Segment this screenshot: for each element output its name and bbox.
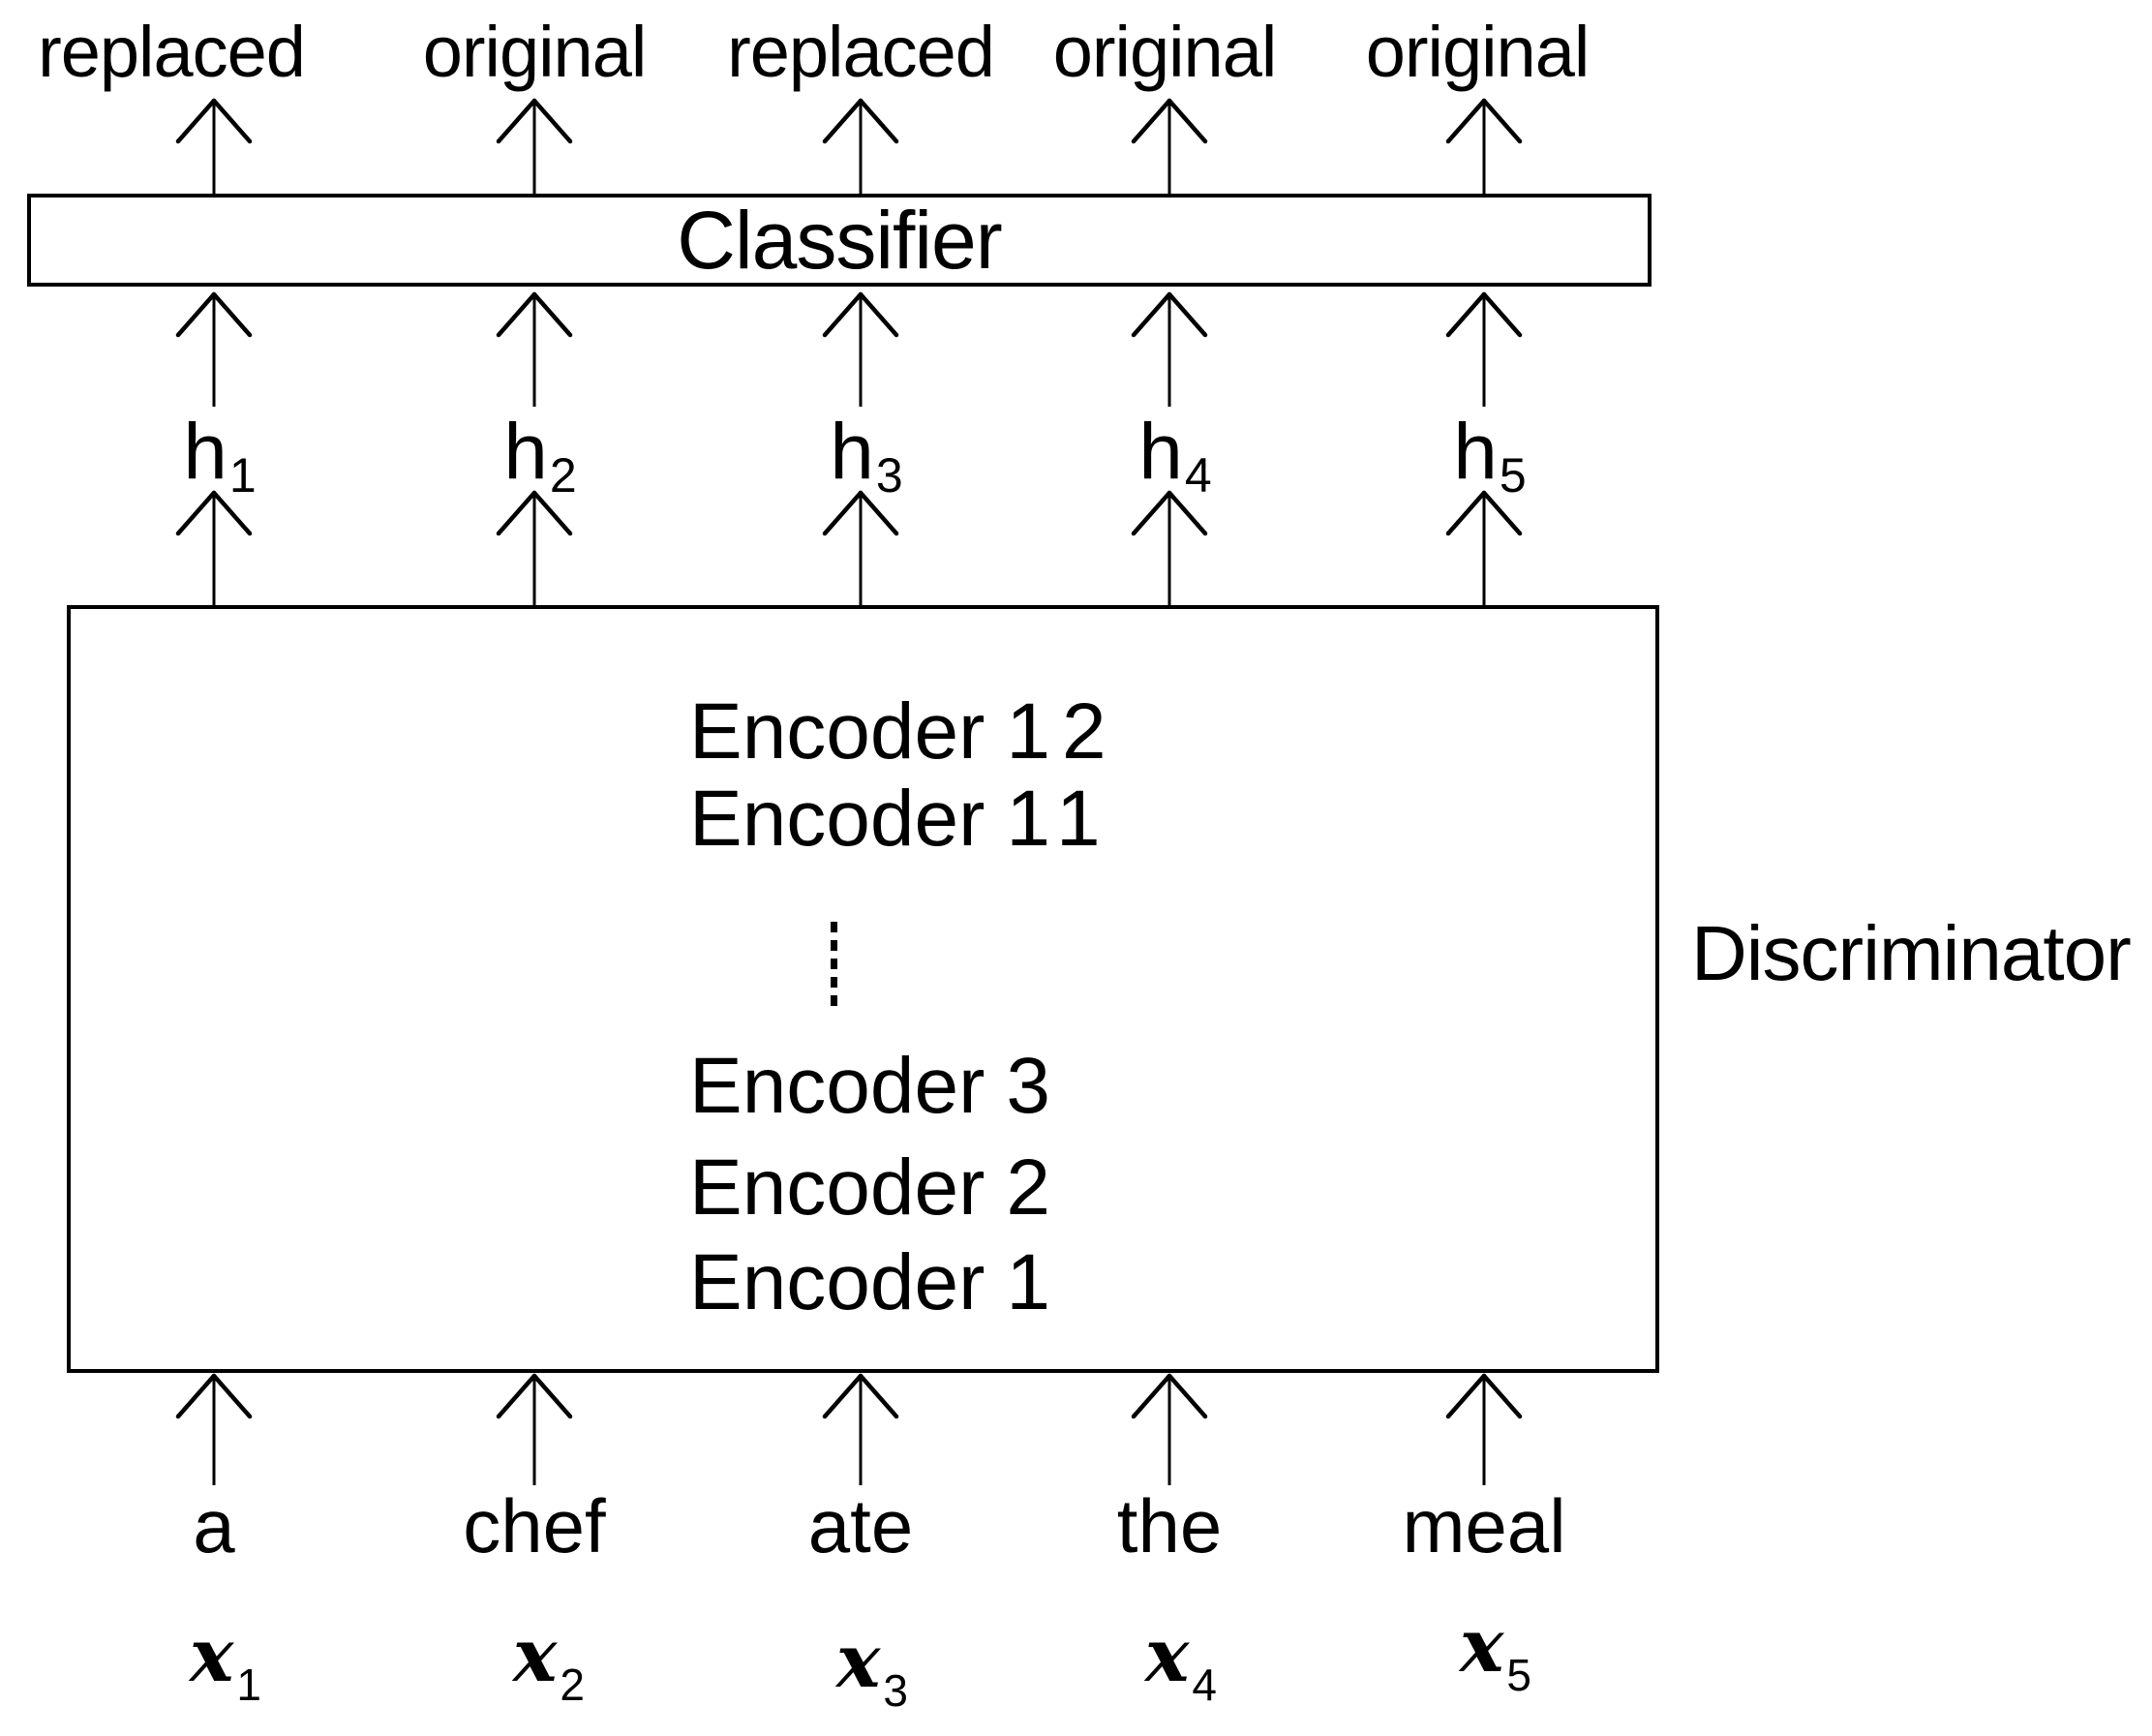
input-word-5: meal bbox=[1402, 1483, 1566, 1568]
up-arrow-word4-to-discriminator bbox=[1129, 1372, 1210, 1485]
encoder-2-num: 2 bbox=[1006, 1143, 1063, 1232]
h1-base: h bbox=[183, 408, 227, 496]
encoder-1-num: 1 bbox=[1006, 1238, 1063, 1326]
x5-base: x bbox=[1460, 1602, 1504, 1689]
h5-base: h bbox=[1453, 408, 1498, 496]
h1-subscript: 1 bbox=[228, 448, 257, 503]
encoder-11-num: 11 bbox=[1006, 775, 1112, 863]
up-arrow-word1-to-discriminator bbox=[173, 1372, 255, 1485]
h4-subscript: 4 bbox=[1184, 448, 1212, 503]
classifier-box: Classifier bbox=[27, 194, 1652, 287]
encoder-1-name: Encoder bbox=[689, 1238, 985, 1326]
up-arrow-word2-to-discriminator bbox=[494, 1372, 575, 1485]
input-word-1: a bbox=[193, 1483, 235, 1568]
x3-base: x bbox=[836, 1618, 881, 1704]
discriminator-label: Discriminator bbox=[1691, 910, 2132, 996]
up-arrow-classifier-to-label-4 bbox=[1129, 97, 1210, 196]
prediction-label-5: original bbox=[1365, 12, 1591, 92]
up-arrow-classifier-to-label-1 bbox=[173, 97, 255, 196]
input-token-x5: x5 bbox=[1389, 1602, 1602, 1698]
x3-subscript: 3 bbox=[883, 1665, 908, 1716]
hidden-state-h4: h4 bbox=[1069, 408, 1282, 503]
h5-subscript: 5 bbox=[1499, 448, 1527, 503]
up-arrow-h4-to-classifier bbox=[1129, 290, 1210, 407]
h3-base: h bbox=[830, 408, 874, 496]
prediction-label-1: replaced bbox=[38, 12, 306, 92]
up-arrow-word3-to-discriminator bbox=[820, 1372, 901, 1485]
encoder-12-name: Encoder bbox=[689, 687, 985, 776]
encoder-11-name: Encoder bbox=[689, 775, 985, 863]
up-arrow-h3-to-classifier bbox=[820, 290, 901, 407]
up-arrow-word5-to-discriminator bbox=[1443, 1372, 1525, 1485]
h4-base: h bbox=[1138, 408, 1183, 496]
prediction-label-4: original bbox=[1052, 12, 1278, 92]
up-arrow-discriminator-to-h3 bbox=[820, 489, 901, 605]
encoder-3-name: Encoder bbox=[689, 1042, 985, 1130]
input-token-x3: x3 bbox=[766, 1618, 979, 1714]
encoder-12-num: 12 bbox=[1006, 687, 1118, 776]
up-arrow-h5-to-classifier bbox=[1443, 290, 1525, 407]
up-arrow-classifier-to-label-5 bbox=[1443, 97, 1525, 196]
up-arrow-discriminator-to-h4 bbox=[1129, 489, 1210, 605]
up-arrow-discriminator-to-h2 bbox=[494, 489, 575, 605]
hidden-state-h2: h2 bbox=[434, 408, 647, 503]
hidden-state-h3: h3 bbox=[760, 408, 973, 503]
up-arrow-h2-to-classifier bbox=[494, 290, 575, 407]
h3-subscript: 3 bbox=[875, 448, 903, 503]
up-arrow-discriminator-to-h5 bbox=[1443, 489, 1525, 605]
input-token-x4: x4 bbox=[1075, 1612, 1288, 1708]
input-word-3: ate bbox=[807, 1483, 914, 1568]
x4-subscript: 4 bbox=[1192, 1660, 1217, 1710]
h2-base: h bbox=[503, 408, 548, 496]
x4-base: x bbox=[1145, 1612, 1190, 1698]
x5-subscript: 5 bbox=[1506, 1650, 1531, 1700]
input-word-4: the bbox=[1116, 1483, 1223, 1568]
up-arrow-classifier-to-label-2 bbox=[494, 97, 575, 196]
x1-base: x bbox=[190, 1612, 234, 1698]
hidden-state-h5: h5 bbox=[1383, 408, 1596, 503]
x1-subscript: 1 bbox=[236, 1660, 261, 1710]
up-arrow-discriminator-to-h1 bbox=[173, 489, 255, 605]
input-token-x1: x1 bbox=[119, 1612, 332, 1708]
vertical-ellipsis bbox=[831, 922, 837, 1011]
x2-base: x bbox=[513, 1612, 558, 1698]
up-arrow-h1-to-classifier bbox=[173, 290, 255, 407]
discriminator-box bbox=[67, 605, 1659, 1373]
classifier-label: Classifier bbox=[677, 195, 1002, 286]
prediction-label-2: original bbox=[422, 12, 648, 92]
x2-subscript: 2 bbox=[560, 1660, 585, 1710]
hidden-state-h1: h1 bbox=[113, 408, 326, 503]
encoder-2-name: Encoder bbox=[689, 1143, 985, 1232]
prediction-label-3: replaced bbox=[727, 12, 995, 92]
input-token-x2: x2 bbox=[442, 1612, 655, 1708]
up-arrow-classifier-to-label-3 bbox=[820, 97, 901, 196]
h2-subscript: 2 bbox=[549, 448, 577, 503]
input-word-2: chef bbox=[463, 1483, 606, 1568]
encoder-3-num: 3 bbox=[1006, 1042, 1063, 1130]
